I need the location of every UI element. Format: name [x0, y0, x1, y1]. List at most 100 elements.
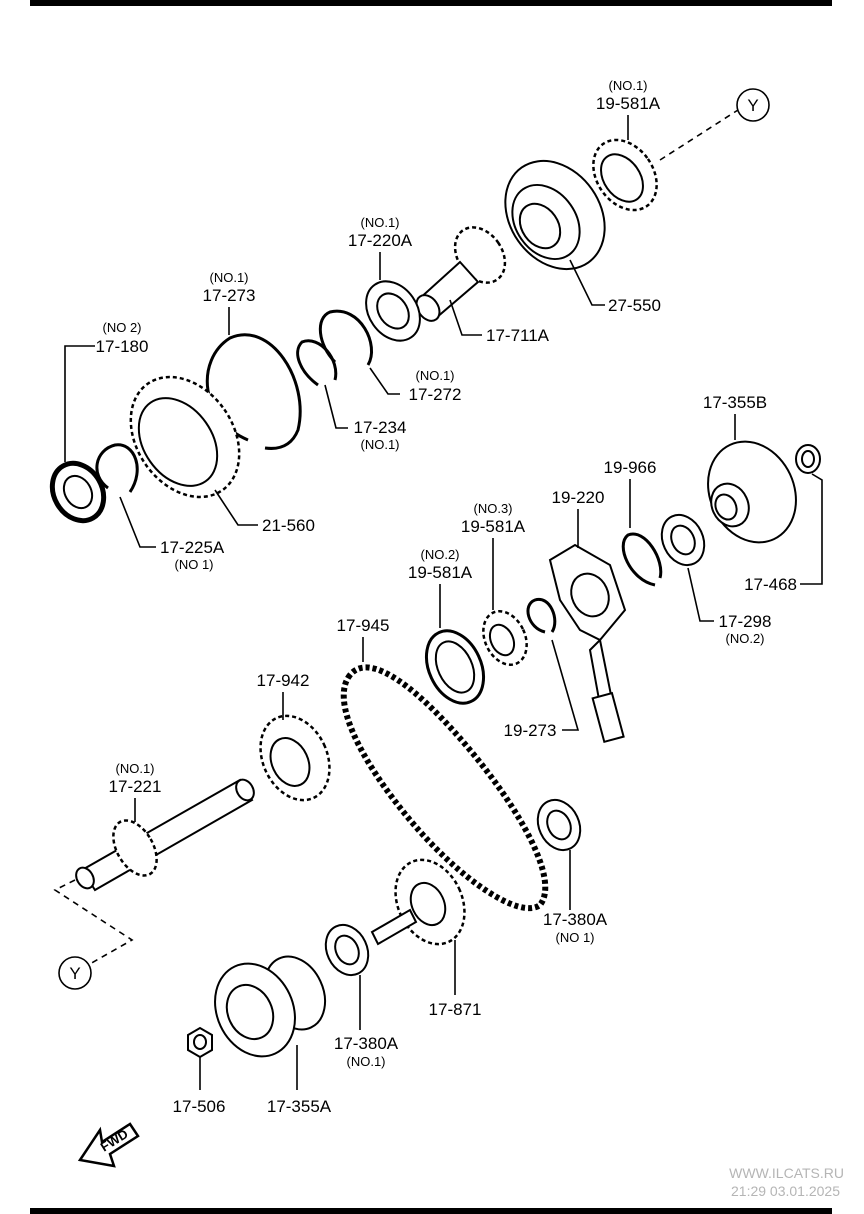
callout-27-550: 27-550 [569, 259, 661, 315]
svg-text:(NO.1): (NO.1) [609, 78, 648, 93]
callout-17-942: 17-942 [257, 671, 310, 720]
svg-text:17-468: 17-468 [744, 575, 797, 594]
callout-17-711A: 17-711A [449, 299, 550, 345]
svg-text:17-220A: 17-220A [348, 231, 413, 250]
svg-text:19-220: 19-220 [552, 488, 605, 507]
callout-19-220: 19-220 [552, 488, 605, 548]
part-17-942[interactable] [247, 705, 342, 812]
part-19-273[interactable] [526, 597, 557, 634]
bottom-frame-bar [30, 1208, 832, 1214]
part-17-711A[interactable] [412, 218, 515, 325]
svg-text:19-581A: 19-581A [596, 94, 661, 113]
svg-text:(NO 1): (NO 1) [556, 930, 595, 945]
part-17-355B[interactable] [692, 427, 812, 557]
fwd-direction-arrow: FWD [77, 1122, 140, 1168]
svg-text:17-225A: 17-225A [160, 538, 225, 557]
callout-17-355A: 17-355A [267, 1045, 332, 1116]
svg-text:17-355B: 17-355B [703, 393, 767, 412]
svg-text:19-273: 19-273 [504, 721, 557, 740]
callout-19-581A-no2: (NO.2) 19-581A [408, 547, 473, 628]
svg-text:(NO.2): (NO.2) [421, 547, 460, 562]
svg-text:(NO.3): (NO.3) [474, 501, 513, 516]
part-17-298[interactable] [654, 508, 712, 572]
callout-17-945: 17-945 [337, 616, 390, 662]
svg-text:17-380A: 17-380A [334, 1034, 399, 1053]
svg-text:19-581A: 19-581A [408, 563, 473, 582]
view-marker-y-top: Y [659, 88, 770, 161]
svg-text:17-871: 17-871 [429, 1000, 482, 1019]
part-27-550[interactable] [485, 142, 625, 289]
part-17-380A-no1-right[interactable] [530, 793, 588, 857]
callout-17-225A: 17-225A (NO 1) [119, 496, 225, 572]
svg-text:(NO.1): (NO.1) [361, 437, 400, 452]
part-17-234[interactable] [296, 339, 338, 387]
svg-text:17-180: 17-180 [96, 337, 149, 356]
part-17-945[interactable] [340, 664, 549, 912]
callout-17-871: 17-871 [429, 940, 482, 1019]
view-marker-y-bottom: Y [53, 879, 134, 990]
callout-19-273: 19-273 [504, 639, 580, 740]
svg-text:27-550: 27-550 [608, 296, 661, 315]
svg-text:(NO.1): (NO.1) [416, 368, 455, 383]
svg-text:17-506: 17-506 [173, 1097, 226, 1116]
part-17-355A[interactable] [200, 947, 336, 1070]
part-17-506[interactable] [187, 1026, 213, 1059]
svg-text:(NO.2): (NO.2) [726, 631, 765, 646]
part-17-180[interactable] [42, 454, 114, 530]
watermark: WWW.ILCATS.RU 21:29 03.01.2025 [729, 1165, 844, 1199]
callout-19-581A-no3: (NO.3) 19-581A [461, 501, 526, 610]
svg-text:17-298: 17-298 [719, 612, 772, 631]
part-17-225A[interactable] [95, 443, 139, 493]
svg-text:21-560: 21-560 [262, 516, 315, 535]
svg-text:(NO.1): (NO.1) [361, 215, 400, 230]
svg-text:17-273: 17-273 [203, 286, 256, 305]
svg-text:19-581A: 19-581A [461, 517, 526, 536]
part-17-220A[interactable] [355, 271, 431, 351]
callout-19-966: 19-966 [604, 458, 657, 528]
callout-19-581A-no1: (NO.1) 19-581A [596, 78, 661, 140]
svg-text:17-942: 17-942 [257, 671, 310, 690]
svg-text:Y: Y [69, 964, 80, 983]
part-19-581A-no1[interactable] [580, 128, 669, 222]
callout-17-380A-no1-center: 17-380A (NO.1) [334, 975, 399, 1069]
callout-17-234: 17-234 (NO.1) [324, 384, 407, 452]
part-19-581A-no3[interactable] [475, 604, 535, 672]
callout-17-272: (NO.1) 17-272 [369, 367, 461, 404]
svg-text:(NO.1): (NO.1) [210, 270, 249, 285]
svg-text:(NO 2): (NO 2) [103, 320, 142, 335]
top-frame-bar [30, 0, 832, 6]
callout-17-468: 17-468 [744, 473, 823, 594]
part-19-966[interactable] [621, 532, 663, 587]
part-19-220[interactable] [548, 543, 627, 744]
svg-text:Y: Y [747, 96, 758, 115]
callout-17-506: 17-506 [173, 1057, 226, 1116]
svg-text:19-966: 19-966 [604, 458, 657, 477]
callout-17-273: (NO.1) 17-273 [203, 270, 256, 335]
part-17-380A-no1-center[interactable] [318, 918, 376, 982]
part-17-468[interactable] [795, 444, 821, 474]
svg-text:17-221: 17-221 [109, 777, 162, 796]
svg-text:17-945: 17-945 [337, 616, 390, 635]
svg-text:21:29 03.01.2025: 21:29 03.01.2025 [731, 1183, 840, 1199]
svg-text:(NO.1): (NO.1) [347, 1054, 386, 1069]
part-19-581A-no2[interactable] [415, 622, 494, 713]
part-17-272[interactable] [318, 309, 374, 366]
svg-text:17-380A: 17-380A [543, 910, 608, 929]
part-17-221[interactable] [73, 776, 258, 892]
callout-17-355B: 17-355B [703, 393, 767, 440]
callout-17-380A-no1-right: 17-380A (NO 1) [543, 850, 608, 945]
svg-text:17-234: 17-234 [354, 418, 407, 437]
svg-text:(NO.1): (NO.1) [116, 761, 155, 776]
svg-text:(NO 1): (NO 1) [175, 557, 214, 572]
callout-21-560: 21-560 [214, 489, 315, 535]
callout-17-298: 17-298 (NO.2) [687, 567, 772, 646]
part-21-560[interactable] [108, 356, 261, 518]
callout-17-221: (NO.1) 17-221 [109, 761, 162, 822]
svg-text:17-355A: 17-355A [267, 1097, 332, 1116]
callout-17-180: (NO 2) 17-180 [64, 320, 149, 462]
svg-text:17-711A: 17-711A [486, 326, 550, 345]
callout-17-220A: (NO.1) 17-220A [348, 215, 413, 280]
svg-text:WWW.ILCATS.RU: WWW.ILCATS.RU [729, 1165, 844, 1181]
part-17-871[interactable] [370, 849, 478, 956]
